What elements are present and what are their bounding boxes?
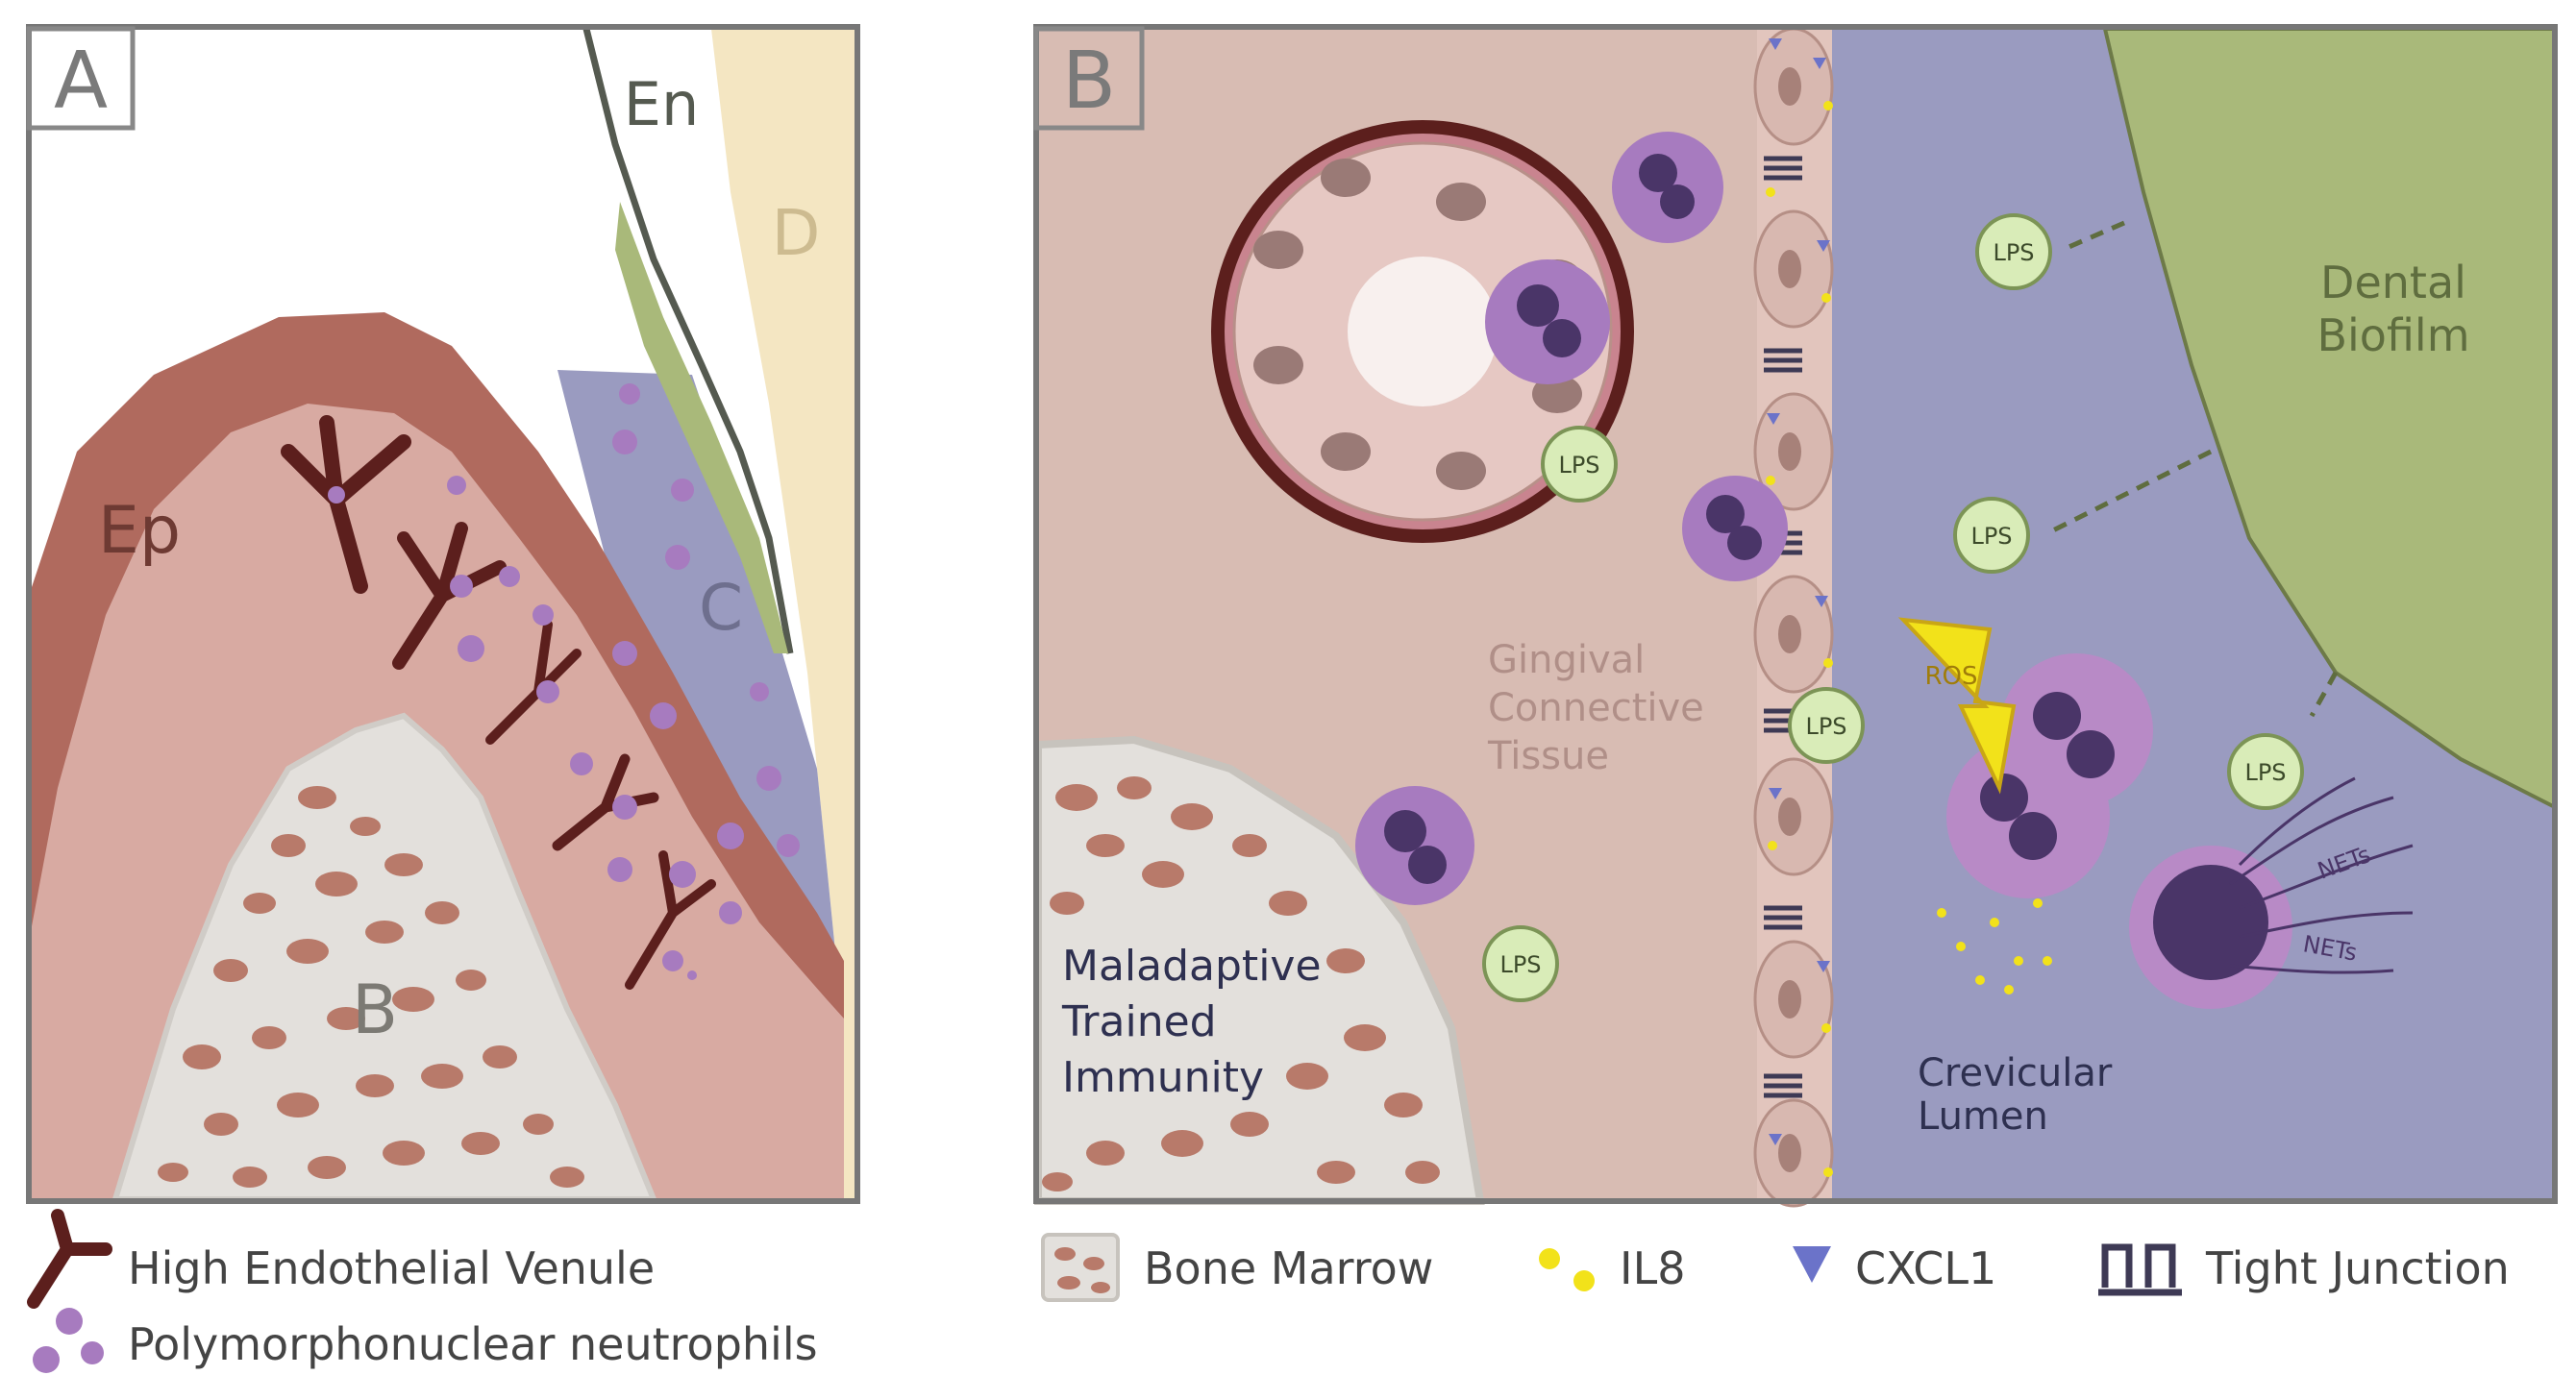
neutrophil-dots-a	[328, 383, 800, 980]
bone-region	[111, 712, 658, 1202]
dentin-region	[711, 29, 857, 1199]
immunity-label-line1: Maladaptive	[1062, 942, 1322, 991]
lps-label-6: LPS	[1499, 951, 1541, 978]
lps-label-4: LPS	[1558, 452, 1599, 479]
hev-legend-label: High Endothelial Venule	[128, 1242, 655, 1294]
bone-label: B	[352, 970, 398, 1049]
tissue-label-line3: Tissue	[1487, 734, 1609, 778]
panel-a-letter: A	[54, 36, 108, 127]
panel-a: A En D Ep C B	[26, 24, 860, 1204]
ros-label: ROS	[1924, 662, 1977, 691]
tight-junction-legend-icon	[2098, 1243, 2182, 1296]
junctional-epithelium	[1753, 27, 1834, 1208]
venule-cross-section	[1211, 120, 1634, 543]
biofilm-strip	[615, 202, 788, 653]
bone-marrow-pattern	[158, 786, 584, 1188]
lps-badges	[1482, 213, 2304, 1002]
epithelium-label: Ep	[98, 493, 181, 569]
legend: High Endothelial Venule Polymorphonuclea…	[27, 1209, 2510, 1373]
connective-label: C	[699, 571, 743, 645]
il8-legend-icon	[1539, 1248, 1595, 1291]
immunity-label-line2: Trained	[1061, 997, 1217, 1046]
biofilm-label-line1: Dental	[2320, 257, 2466, 308]
lumen-label-line1: Crevicular	[1918, 1051, 2113, 1095]
bone-marrow-legend-icon	[1041, 1233, 1120, 1302]
il8-legend-label: IL8	[1620, 1242, 1685, 1294]
lps-label-1: LPS	[1993, 239, 2034, 266]
panel-b-letter: B	[1062, 36, 1116, 127]
pmn-legend-icon	[33, 1308, 104, 1373]
bone-marrow-legend-label: Bone Marrow	[1144, 1242, 1433, 1294]
lps-arrows	[2045, 220, 2339, 718]
lps-label-3: LPS	[1805, 713, 1846, 740]
lumen-label-line2: Lumen	[1918, 1094, 2048, 1139]
cxcl1-legend-label: CXCL1	[1855, 1242, 1996, 1294]
pmn-legend-label: Polymorphonuclear neutrophils	[128, 1318, 818, 1370]
tissue-label-line1: Gingival	[1488, 638, 1645, 682]
lps-label-5: LPS	[2244, 759, 2286, 786]
ros-bolt	[1897, 617, 2017, 795]
nets-fibers	[2229, 776, 2414, 974]
cxcl1-legend-icon	[1793, 1246, 1831, 1283]
dentin-label: D	[772, 196, 821, 270]
immunity-label-line3: Immunity	[1062, 1053, 1264, 1102]
lps-label-2: LPS	[1970, 523, 2012, 550]
hev-legend-icon	[27, 1209, 112, 1309]
tight-junction-legend-label: Tight Junction	[2205, 1242, 2510, 1294]
tissue-label-line2: Connective	[1488, 686, 1704, 730]
biofilm-label-line2: Biofilm	[2316, 309, 2469, 361]
il8-cloud	[1937, 898, 2052, 995]
bone-marrow-cells-b	[1042, 776, 1440, 1191]
enamel-label: En	[624, 69, 699, 139]
neutrophils-b	[1355, 132, 2292, 1009]
bone-marrow-region	[1034, 735, 1485, 1205]
panel-b: NETs NETs ROS LPS LPS LPS LPS LPS LPS B …	[1033, 24, 2558, 1208]
